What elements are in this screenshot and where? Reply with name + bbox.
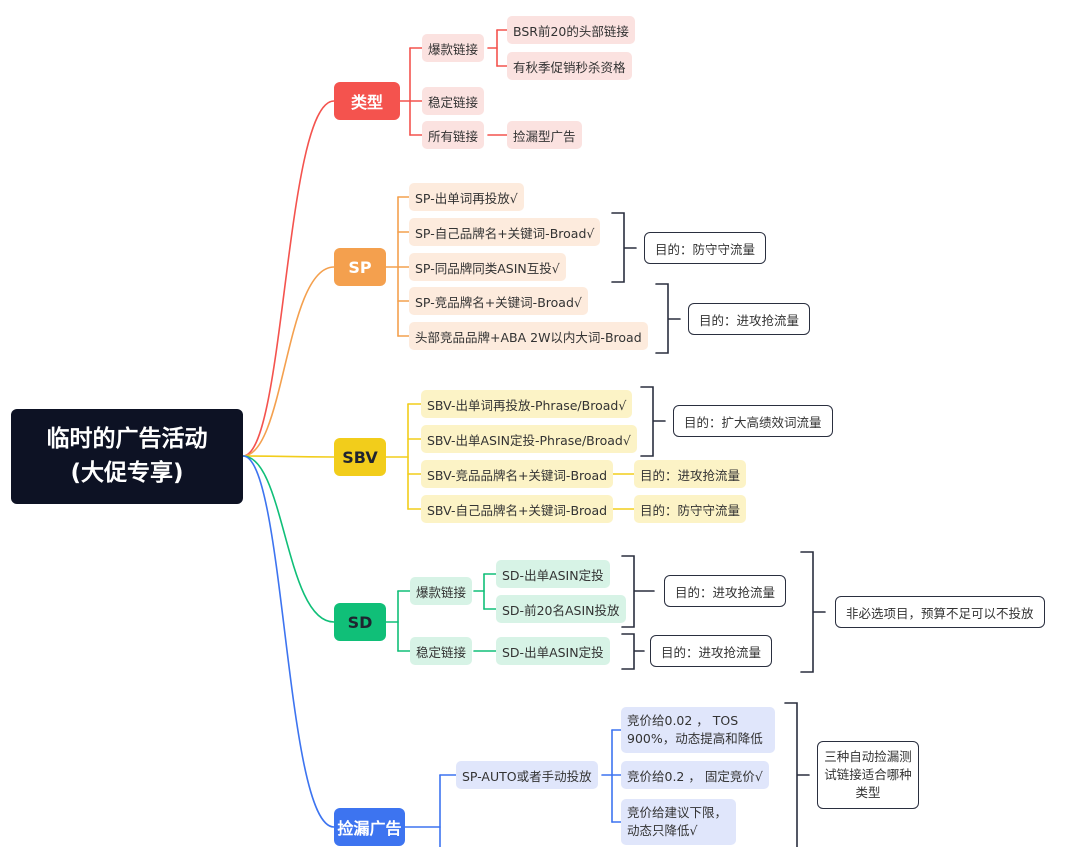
bracket-sd-note <box>800 551 826 673</box>
bracket-sp-defend <box>611 212 637 283</box>
sp-item-1[interactable]: SP-出单词再投放√ <box>409 183 524 211</box>
sp-item-3[interactable]: SP-同品牌同类ASIN互投√ <box>409 253 566 281</box>
sd-hot-sub-2[interactable]: SD-前20名ASIN投放 <box>496 595 626 623</box>
edge-root-sd <box>242 455 335 623</box>
bracket-leak-test <box>784 702 810 847</box>
bracket-sbv-expand <box>640 386 666 457</box>
bracket-sd-hot <box>621 555 655 628</box>
sbv-item-2[interactable]: SBV-出单ASIN定投-Phrase/Broad√ <box>421 425 637 453</box>
type-hot-link[interactable]: 爆款链接 <box>422 34 485 62</box>
root-subtitle: (大促专享) <box>70 459 184 486</box>
type-hot-sub-bsr[interactable]: BSR前20的头部链接 <box>507 16 635 44</box>
sp-item-4[interactable]: SP-竞品牌名+关键词-Broad√ <box>409 287 588 315</box>
sd-stable-sub[interactable]: SD-出单ASIN定投 <box>496 637 610 665</box>
sp-goal-attack[interactable]: 目的：进攻抢流量 <box>688 303 811 335</box>
sbv-goal-defend[interactable]: 目的：防守守流量 <box>634 495 747 523</box>
sbv-item-1[interactable]: SBV-出单词再投放-Phrase/Broad√ <box>421 390 633 418</box>
type-all-sub-leak[interactable]: 捡漏型广告 <box>507 121 582 149</box>
branch-type[interactable]: 类型 <box>334 82 400 120</box>
sp-item-2[interactable]: SP-自己品牌名+关键词-Broad√ <box>409 218 601 246</box>
branch-sbv[interactable]: SBV <box>334 438 386 476</box>
edge-root-leak <box>242 455 335 828</box>
edge-root-sp <box>242 266 335 457</box>
sd-goal-attack-2[interactable]: 目的：进攻抢流量 <box>650 635 773 667</box>
sbv-goal-attack[interactable]: 目的：进攻抢流量 <box>634 460 747 488</box>
branch-sd[interactable]: SD <box>334 603 386 641</box>
edge-root-sbv <box>242 455 335 458</box>
sp-goal-defend[interactable]: 目的：防守守流量 <box>644 232 767 264</box>
sd-goal-attack-1[interactable]: 目的：进攻抢流量 <box>664 575 787 607</box>
sbv-item-3[interactable]: SBV-竞品品牌名+关键词-Broad <box>421 460 614 488</box>
leak-mode[interactable]: SP-AUTO或者手动投放 <box>456 761 598 789</box>
type-hot-sub-autumn[interactable]: 有秋季促销秒杀资格 <box>507 52 632 80</box>
root-title: 临时的广告活动 <box>46 426 208 453</box>
sp-item-5[interactable]: 头部竞品品牌+ABA 2W以内大词-Broad <box>409 322 648 350</box>
leak-bid-3[interactable]: 竞价给建议下限，动态只降低√ <box>621 799 736 845</box>
sbv-goal-expand[interactable]: 目的：扩大高绩效词流量 <box>673 405 833 437</box>
type-stable-link[interactable]: 稳定链接 <box>422 87 485 115</box>
edge-root-type <box>242 100 335 457</box>
type-all-links[interactable]: 所有链接 <box>422 121 485 149</box>
sbv-item-4[interactable]: SBV-自己品牌名+关键词-Broad <box>421 495 614 523</box>
leak-bid-1[interactable]: 竞价给0.02 ， TOS 900%，动态提高和降低 <box>621 707 775 753</box>
sd-hot-link[interactable]: 爆款链接 <box>410 577 473 605</box>
bracket-sp-attack <box>655 283 681 354</box>
branch-leak-ads[interactable]: 捡漏广告 <box>334 808 405 846</box>
bracket-sd-stable <box>621 633 645 670</box>
leak-test-note[interactable]: 三种自动捡漏测试链接适合哪种类型 <box>817 741 919 809</box>
branch-sp[interactable]: SP <box>334 248 386 286</box>
sd-optional-note[interactable]: 非必选项目，预算不足可以不投放 <box>835 596 1045 628</box>
leak-bid-2[interactable]: 竞价给0.2 ， 固定竞价√ <box>621 761 769 789</box>
sd-stable-link[interactable]: 稳定链接 <box>410 637 473 665</box>
sd-hot-sub-1[interactable]: SD-出单ASIN定投 <box>496 560 610 588</box>
root-topic[interactable]: 临时的广告活动 (大促专享) <box>11 409 243 504</box>
